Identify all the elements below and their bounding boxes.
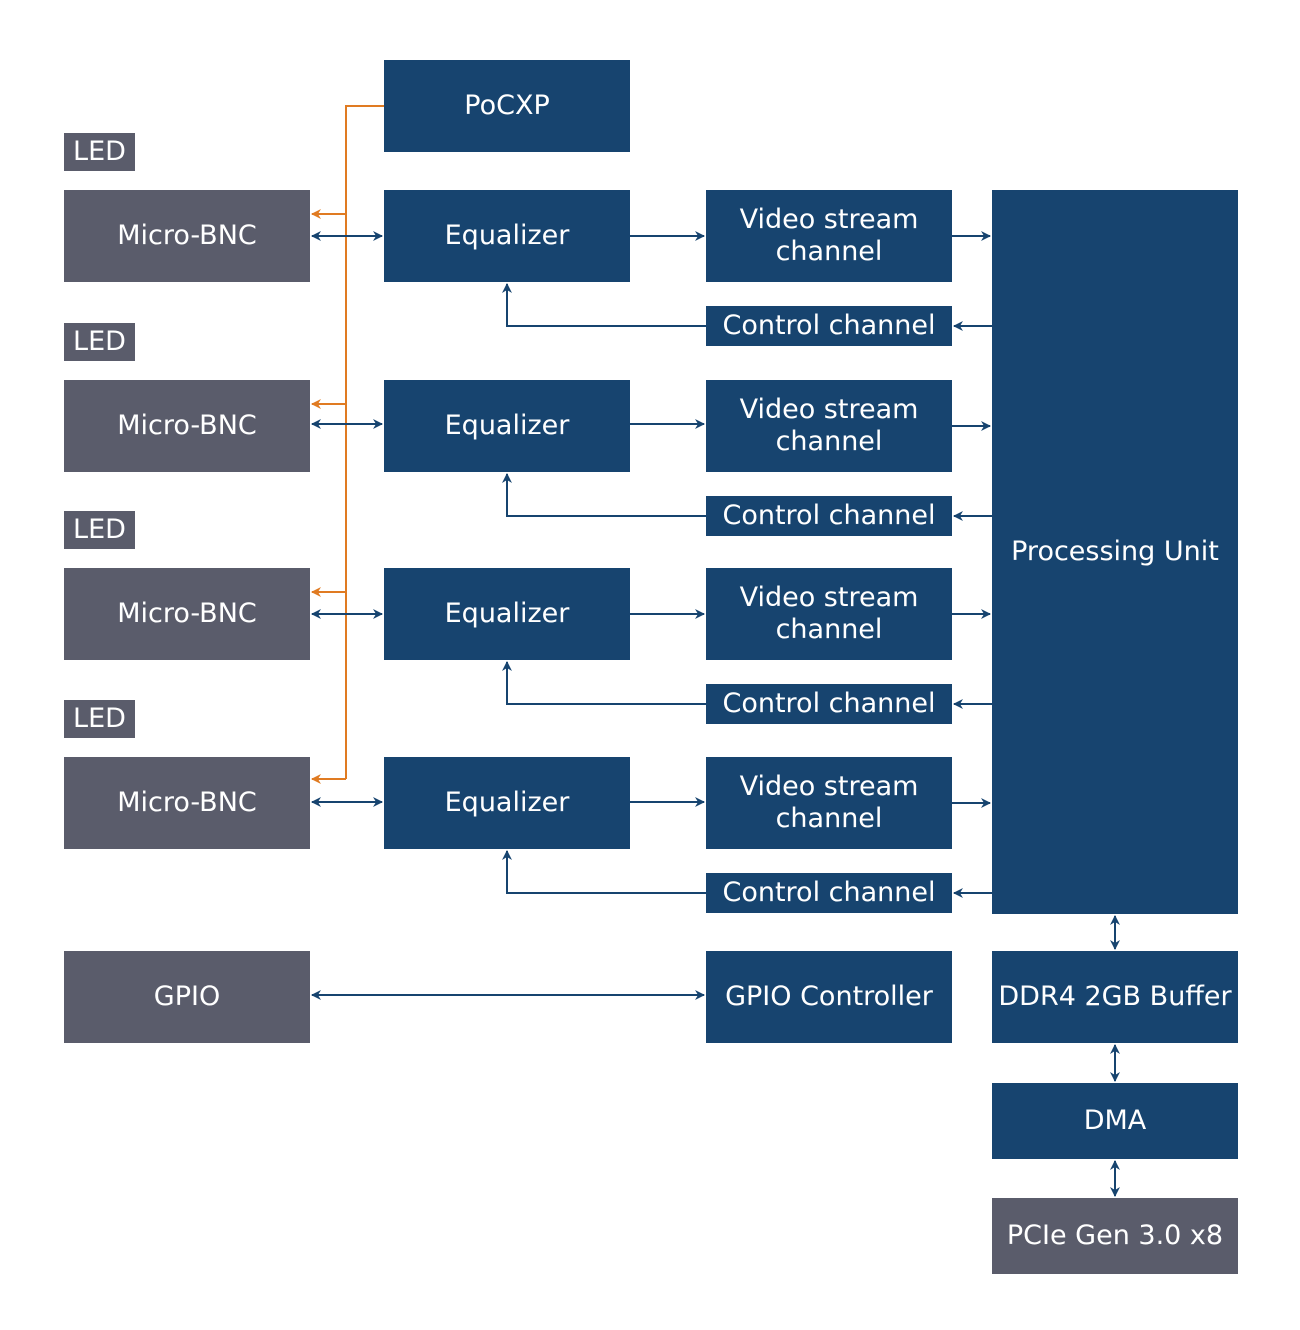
- control-equalizer-arrow: [502, 473, 706, 517]
- micro-bnc-block: Micro-BNC: [64, 568, 310, 660]
- video-stream-channel-block: Video stream channel: [706, 757, 952, 849]
- led-block: LED: [64, 133, 135, 171]
- control-channel-block: Control channel: [706, 306, 952, 346]
- control-equalizer-arrow: [502, 283, 706, 327]
- equalizer-label: Equalizer: [444, 410, 570, 441]
- control-channel-block: Control channel: [706, 496, 952, 536]
- gpio-controller-block: GPIO Controller: [706, 951, 952, 1043]
- equalizer-label: Equalizer: [444, 598, 570, 629]
- control-channel-block: Control channel: [706, 873, 952, 913]
- gpio-connector-label: GPIO: [153, 981, 221, 1012]
- equalizer-block: Equalizer: [384, 568, 630, 660]
- pocxp-label: PoCXP: [464, 90, 550, 121]
- micro-bnc-block: Micro-BNC: [64, 190, 310, 282]
- ddr4-buffer-block: DDR4 2GB Buffer: [992, 951, 1238, 1043]
- control-channel-label: Control channel: [722, 688, 936, 719]
- led-label: LED: [73, 326, 126, 357]
- control-channel-label: Control channel: [722, 877, 936, 908]
- micro-bnc-block: Micro-BNC: [64, 380, 310, 472]
- processing-unit-block: Processing Unit: [992, 190, 1238, 914]
- led-label: LED: [73, 136, 126, 167]
- dma-label: DMA: [1083, 1105, 1147, 1136]
- equalizer-label: Equalizer: [444, 220, 570, 251]
- video-stream-channel-block: Video stream channel: [706, 190, 952, 282]
- led-block: LED: [64, 511, 135, 549]
- video-stream-channel-label: Video stream channel: [739, 771, 919, 834]
- micro-bnc-label: Micro-BNC: [117, 410, 257, 441]
- equalizer-block: Equalizer: [384, 190, 630, 282]
- led-label: LED: [73, 514, 126, 545]
- equalizer-block: Equalizer: [384, 380, 630, 472]
- pcie-host-block: PCIe Gen 3.0 x8: [992, 1198, 1238, 1274]
- micro-bnc-block: Micro-BNC: [64, 757, 310, 849]
- micro-bnc-label: Micro-BNC: [117, 787, 257, 818]
- micro-bnc-label: Micro-BNC: [117, 598, 257, 629]
- pocxp-block: PoCXP: [384, 60, 630, 152]
- video-stream-channel-label: Video stream channel: [739, 582, 919, 645]
- control-channel-block: Control channel: [706, 684, 952, 724]
- control-channel-label: Control channel: [722, 500, 936, 531]
- control-equalizer-arrow: [502, 661, 706, 705]
- equalizer-label: Equalizer: [444, 787, 570, 818]
- pcie-host-label: PCIe Gen 3.0 x8: [1006, 1220, 1224, 1251]
- gpio-connector-block: GPIO: [64, 951, 310, 1043]
- video-stream-channel-label: Video stream channel: [739, 394, 919, 457]
- video-stream-channel-block: Video stream channel: [706, 568, 952, 660]
- control-equalizer-arrow: [502, 850, 706, 894]
- gpio-controller-label: GPIO Controller: [725, 981, 933, 1012]
- control-channel-label: Control channel: [722, 310, 936, 341]
- led-label: LED: [73, 703, 126, 734]
- micro-bnc-label: Micro-BNC: [117, 220, 257, 251]
- led-block: LED: [64, 700, 135, 738]
- led-block: LED: [64, 323, 135, 361]
- ddr4-buffer-label: DDR4 2GB Buffer: [998, 981, 1232, 1012]
- equalizer-block: Equalizer: [384, 757, 630, 849]
- power-trunk-line: [345, 105, 384, 779]
- video-stream-channel-block: Video stream channel: [706, 380, 952, 472]
- video-stream-channel-label: Video stream channel: [739, 204, 919, 267]
- processing-unit-label: Processing Unit: [1011, 536, 1219, 567]
- dma-block: DMA: [992, 1083, 1238, 1159]
